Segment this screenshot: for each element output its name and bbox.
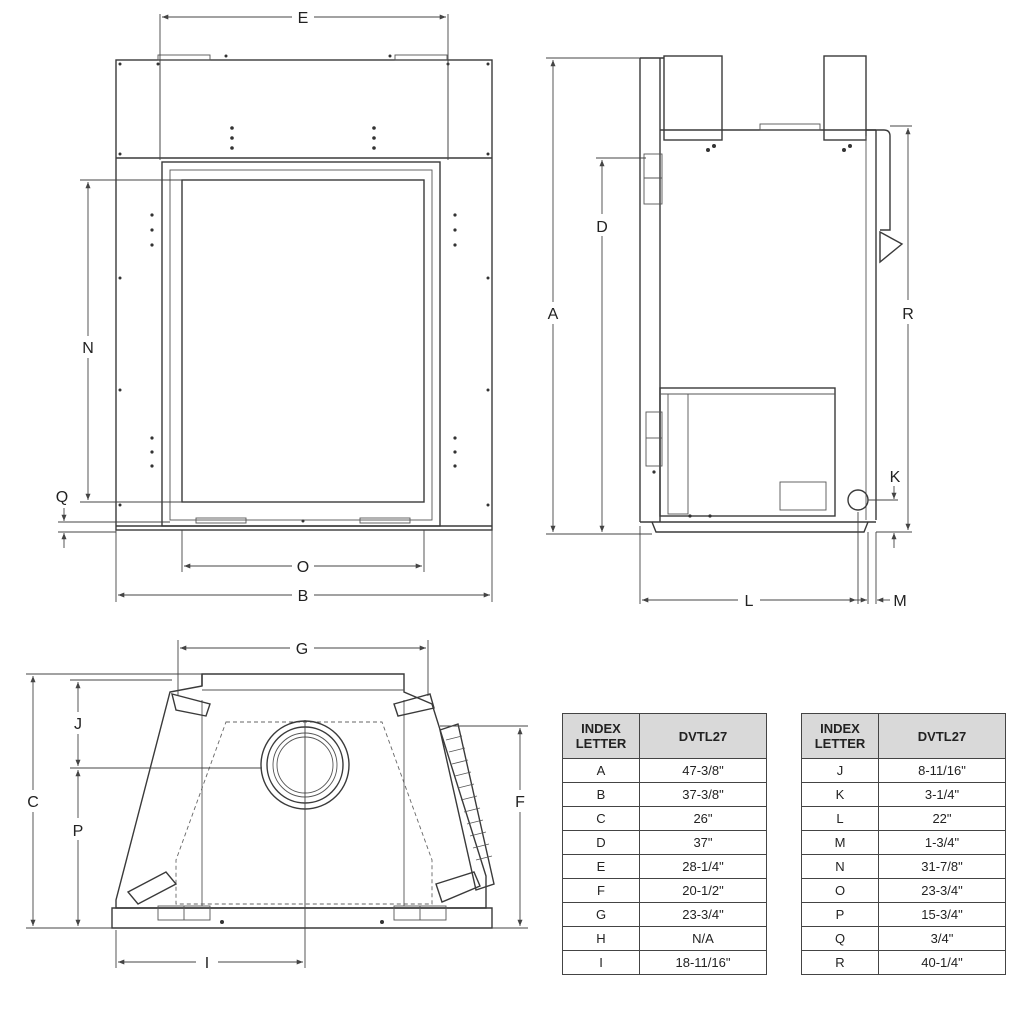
glass-door — [181, 179, 425, 503]
dimension-value: 18-11/16" — [639, 950, 767, 975]
side-louver-panel — [439, 723, 495, 891]
index-letter: D — [562, 830, 640, 855]
table-header-index: INDEX LETTER — [801, 713, 879, 759]
label-c: C — [27, 794, 39, 811]
label-d: D — [596, 219, 608, 236]
dimension-value: 22" — [878, 806, 1006, 831]
label-j: J — [74, 716, 82, 733]
index-letter: Q — [801, 926, 879, 951]
table-header-index: INDEX LETTER — [562, 713, 640, 759]
index-letter: R — [801, 950, 879, 975]
dimension-value: 3-1/4" — [878, 782, 1006, 807]
dimension-value: 8-11/16" — [878, 758, 1006, 783]
label-l: L — [745, 593, 754, 610]
dimension-value: 23-3/4" — [639, 902, 767, 927]
label-g: G — [296, 641, 308, 658]
label-f: F — [515, 794, 525, 811]
dimension-value: 37" — [639, 830, 767, 855]
dimension-value: 15-3/4" — [878, 902, 1006, 927]
label-m: M — [893, 593, 906, 610]
label-o: O — [297, 559, 309, 576]
dimension-value: 40-1/4" — [878, 950, 1006, 975]
index-letter: G — [562, 902, 640, 927]
front-outer-frame — [115, 59, 493, 531]
firebox-dashed-outline — [175, 721, 433, 905]
label-a: A — [548, 306, 559, 323]
index-letter: B — [562, 782, 640, 807]
dimension-value: 1-3/4" — [878, 830, 1006, 855]
index-letter: L — [801, 806, 879, 831]
label-r: R — [902, 306, 914, 323]
index-letter: O — [801, 878, 879, 903]
dimension-value: 20-1/2" — [639, 878, 767, 903]
louver-slots — [445, 735, 493, 861]
dimension-value: 37-3/8" — [639, 782, 767, 807]
index-letter: A — [562, 758, 640, 783]
index-letter: C — [562, 806, 640, 831]
table-header-model: DVTL27 — [639, 713, 767, 759]
dimension-value: 3/4" — [878, 926, 1006, 951]
index-letter: M — [801, 830, 879, 855]
label-q: Q — [56, 489, 68, 506]
firebox-valve-compartment — [659, 387, 836, 517]
dimension-value: 47-3/8" — [639, 758, 767, 783]
index-letter: I — [562, 950, 640, 975]
table-header-model: DVTL27 — [878, 713, 1006, 759]
label-e: E — [298, 10, 309, 27]
front-view: E N Q O B — [56, 10, 493, 605]
front-screws — [118, 54, 490, 523]
label-k: K — [890, 469, 901, 486]
index-letter: F — [562, 878, 640, 903]
dimension-value: 31-7/8" — [878, 854, 1006, 879]
label-b: B — [298, 588, 309, 605]
index-letter: P — [801, 902, 879, 927]
index-letter: J — [801, 758, 879, 783]
index-letter: E — [562, 854, 640, 879]
index-letter: H — [562, 926, 640, 951]
front-opening-frame — [161, 161, 441, 527]
dimension-value: 28-1/4" — [639, 854, 767, 879]
gas-inlet-circle — [847, 489, 869, 511]
dimension-value: 26" — [639, 806, 767, 831]
label-n: N — [82, 340, 94, 357]
side-view: A D R K L M — [546, 55, 914, 610]
index-letter: K — [801, 782, 879, 807]
label-i: I — [205, 955, 209, 972]
index-letter: N — [801, 854, 879, 879]
label-p: P — [73, 823, 84, 840]
dimension-value: N/A — [639, 926, 767, 951]
top-view: G C J P F I — [26, 640, 528, 972]
dimension-value: 23-3/4" — [878, 878, 1006, 903]
